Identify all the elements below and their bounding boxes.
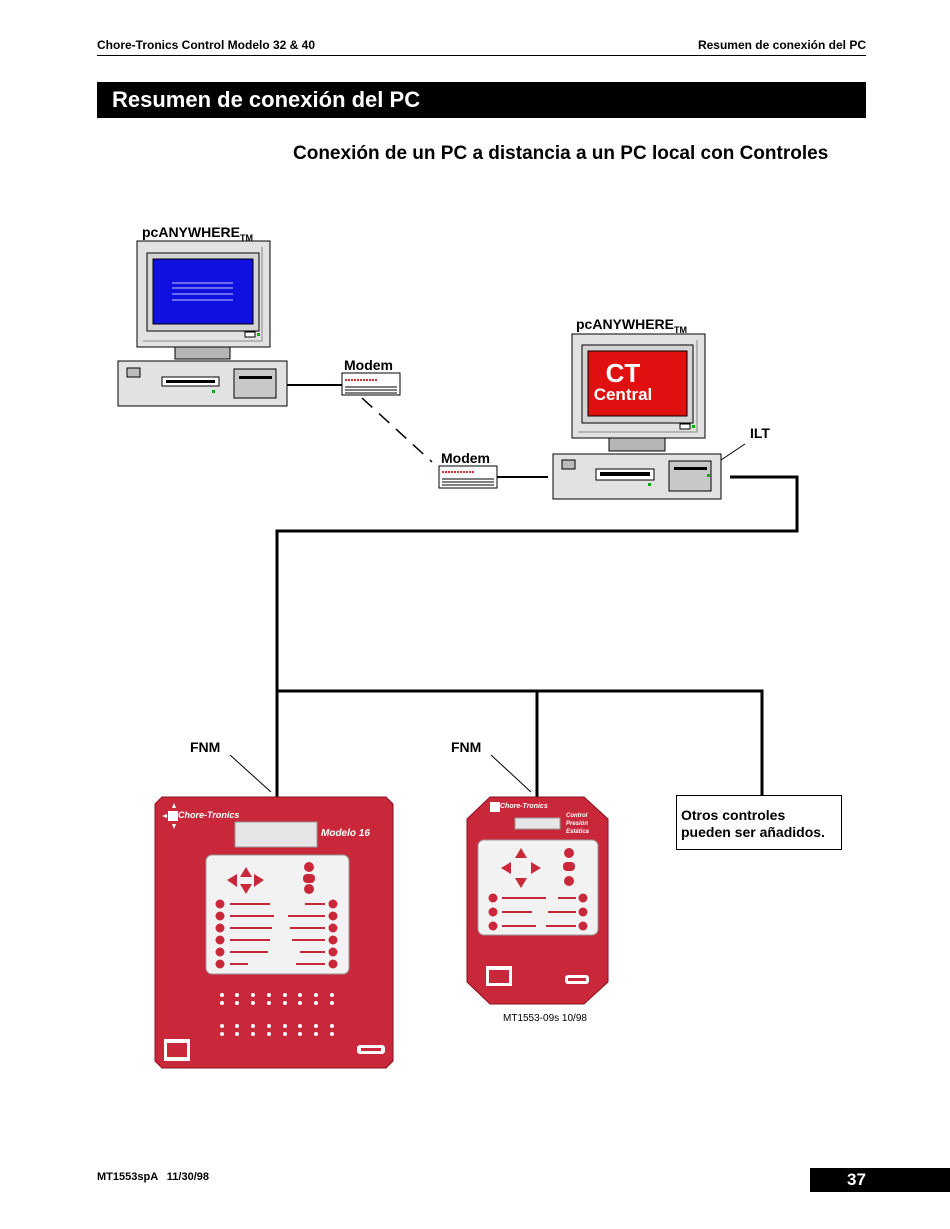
panel-control-presion <box>466 796 609 1005</box>
ct-central-screen-text: CT Central <box>587 360 659 404</box>
local-pc <box>552 333 722 500</box>
panel-cpe-brand: Chore-Tronics <box>500 803 548 810</box>
header-rule <box>97 55 866 56</box>
section-title-bar: Resumen de conexión del PC <box>97 82 866 118</box>
section-title: Resumen de conexión del PC <box>112 87 421 112</box>
fnm-label-2: FNM <box>451 739 482 755</box>
modem-2 <box>438 465 498 489</box>
remote-pc <box>117 240 288 407</box>
modem-1-label: Modem <box>344 357 393 373</box>
ct-line2: Central <box>593 385 653 404</box>
modem-2-label: Modem <box>441 450 490 466</box>
panel16-brand: Chore-Tronics <box>178 810 240 820</box>
footer-doc-id: MT1553spA <box>97 1171 158 1183</box>
otros-controles-note: Otros controles pueden ser añadidos. <box>676 795 842 850</box>
panel-modelo-16 <box>154 796 394 1069</box>
diagram-subtitle: Conexión de un PC a distancia a un PC lo… <box>293 143 829 164</box>
connection-lines <box>229 384 799 797</box>
panel-cpe-label: Control Presión Estática <box>566 813 590 835</box>
ct-line1: CT <box>605 358 641 388</box>
header-right: Resumen de conexión del PC <box>697 38 866 52</box>
panel16-model-label: Modelo 16 <box>321 828 370 839</box>
footer-date: 11/30/98 <box>166 1171 210 1183</box>
pc-local-label: pcANYWHERETM <box>576 316 687 335</box>
footer-doc-info: MT1553spA 11/30/98 <box>97 1171 209 1183</box>
ilt-label: ILT <box>750 425 770 441</box>
pc-local-label-text: pcANYWHERE <box>576 316 675 332</box>
pc-local-tm: TM <box>674 324 688 335</box>
header-left: Chore-Tronics Control Modelo 32 & 40 <box>97 38 316 52</box>
figure-caption: MT1553-09s 10/98 <box>503 1013 587 1024</box>
pc-remote-tm: TM <box>240 232 254 243</box>
pc-remote-label: pcANYWHERETM <box>142 224 253 243</box>
pc-remote-label-text: pcANYWHERE <box>142 224 241 240</box>
fnm-label-1: FNM <box>190 739 221 755</box>
page-number-box: 37 <box>810 1168 950 1192</box>
page-number: 37 <box>847 1170 866 1189</box>
modem-1 <box>341 372 401 396</box>
